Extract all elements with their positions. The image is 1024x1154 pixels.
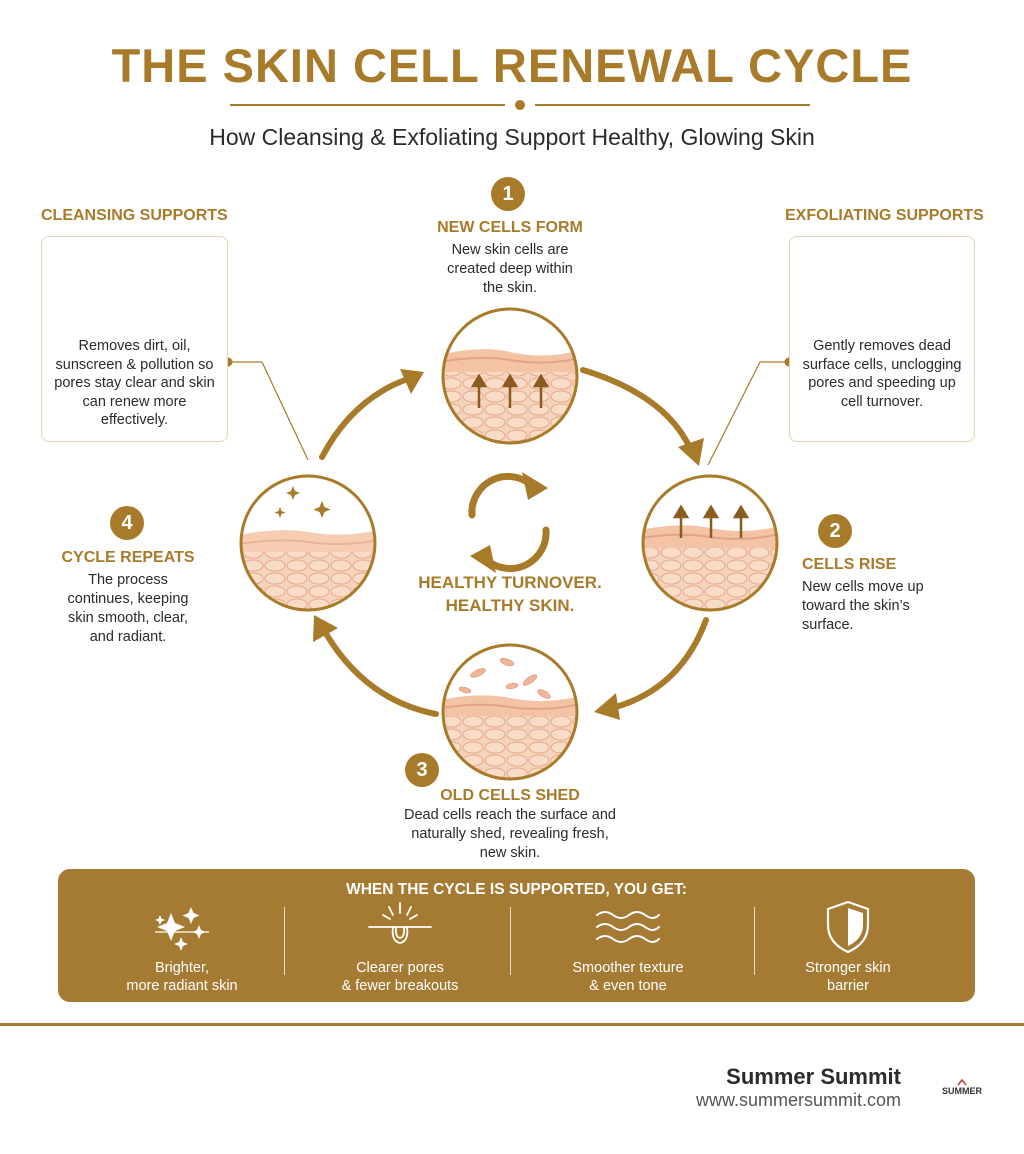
step-2-title: CELLS RISE bbox=[802, 556, 897, 573]
benefit-separator bbox=[284, 907, 285, 975]
benefit-texture-line1: Smoother texture bbox=[572, 960, 684, 976]
benefit-pores-line1: Clearer pores bbox=[356, 960, 444, 976]
benefit-separator bbox=[510, 907, 511, 975]
cells-rise-illustration bbox=[641, 474, 779, 612]
benefit-brighter-line1: Brighter, bbox=[155, 960, 209, 976]
center-label-line1: HEALTHY TURNOVER. bbox=[418, 573, 602, 592]
step-4-badge: 4 bbox=[110, 506, 144, 540]
step-1-text: New skin cells are created deep within t… bbox=[447, 242, 573, 296]
step-1-badge: 1 bbox=[491, 177, 525, 211]
footer-divider bbox=[0, 1023, 1024, 1026]
benefit-brighter-line2: more radiant skin bbox=[126, 978, 238, 994]
benefits-title: WHEN THE CYCLE IS SUPPORTED, YOU GET: bbox=[346, 881, 687, 898]
cleansing-heading: CLEANSING SUPPORTS bbox=[41, 207, 228, 224]
step-1-title: NEW CELLS FORM bbox=[437, 219, 583, 236]
brand-name: Summer Summit bbox=[726, 1064, 901, 1089]
benefit-barrier-line1: Stronger skin bbox=[805, 960, 891, 976]
sparkles-icon bbox=[155, 907, 209, 951]
shield-icon bbox=[826, 900, 870, 954]
brand-url[interactable]: www.summersummit.com bbox=[695, 1090, 901, 1110]
brand-logo-text: SUMMER bbox=[942, 1086, 982, 1096]
step-4-title: CYCLE REPEATS bbox=[61, 549, 195, 566]
page-subtitle: How Cleansing & Exfoliating Support Heal… bbox=[209, 124, 815, 150]
exfoliating-card: Gently removes dead surface cells, unclo… bbox=[789, 236, 975, 442]
benefit-pores: Clearer pores & fewer breakouts bbox=[290, 899, 510, 999]
center-label: HEALTHY TURNOVER. HEALTHY SKIN. bbox=[400, 571, 620, 617]
benefit-separator bbox=[754, 907, 755, 975]
exfoliating-text: Gently removes dead surface cells, unclo… bbox=[802, 338, 962, 410]
cleansing-card: Removes dirt, oil, sunscreen & pollution… bbox=[41, 236, 228, 442]
pore-icon bbox=[368, 902, 432, 944]
cycle-arrows-icon bbox=[468, 472, 550, 573]
cycle-arrows bbox=[319, 367, 709, 717]
title-divider bbox=[230, 100, 810, 110]
benefit-texture: Smoother texture & even tone bbox=[518, 899, 738, 999]
step-2-text: New cells move up toward the skin’s surf… bbox=[802, 579, 924, 633]
page-title: THE SKIN CELL RENEWAL CYCLE bbox=[111, 39, 913, 92]
benefit-texture-line2: & even tone bbox=[589, 978, 667, 994]
step-3-title: OLD CELLS SHED bbox=[440, 787, 580, 804]
new-cells-illustration bbox=[441, 307, 579, 445]
renewal-cycle-diagram bbox=[103, 254, 914, 781]
benefit-pores-line2: & fewer breakouts bbox=[341, 978, 459, 994]
benefit-brighter: Brighter, more radiant skin bbox=[72, 899, 292, 999]
benefit-barrier-line2: barrier bbox=[827, 978, 869, 994]
step-3-badge: 3 bbox=[405, 753, 439, 787]
exfoliating-heading: EXFOLIATING SUPPORTS bbox=[785, 207, 984, 224]
center-label-line2: HEALTHY SKIN. bbox=[445, 596, 575, 615]
step-2-badge: 2 bbox=[818, 514, 852, 548]
waves-icon bbox=[596, 911, 660, 943]
step-4-text: The process continues, keeping skin smoo… bbox=[67, 572, 189, 645]
step-3-text: Dead cells reach the surface and natural… bbox=[404, 807, 616, 861]
benefit-barrier: Stronger skin barrier bbox=[738, 899, 958, 999]
benefits-banner: WHEN THE CYCLE IS SUPPORTED, YOU GET: Br… bbox=[58, 869, 975, 1002]
cycle-repeats-illustration bbox=[239, 474, 377, 612]
cells-shed-illustration bbox=[441, 643, 579, 781]
brand-logo: SUMMER bbox=[942, 1078, 982, 1096]
cleansing-text: Removes dirt, oil, sunscreen & pollution… bbox=[54, 338, 215, 428]
